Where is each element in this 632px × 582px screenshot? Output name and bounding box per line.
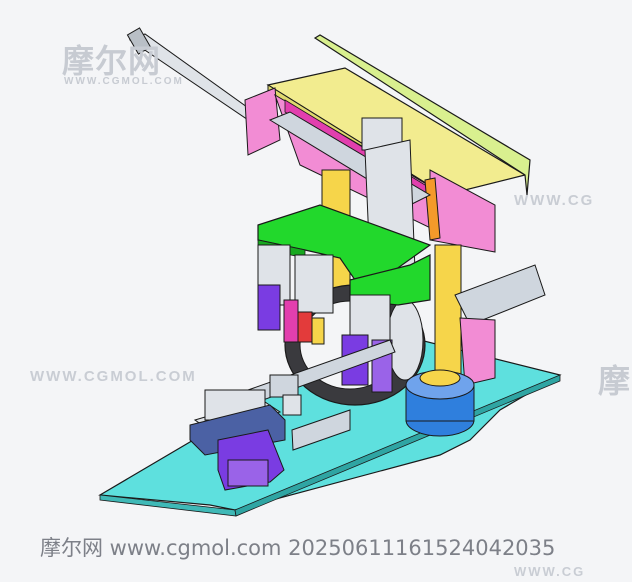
blue-pedestal xyxy=(405,369,475,437)
watermark-logo: 摩尔网 xyxy=(62,42,162,80)
watermark-url-bottom-right: WWW.CG xyxy=(514,564,586,579)
center-gripper xyxy=(283,254,334,345)
footer-caption: 摩尔网 www.cgmol.com 20250611161524042035 xyxy=(40,536,556,560)
watermark-url-middle: WWW.CGMOL.COM xyxy=(30,368,197,385)
watermark-url-right: WWW.CG xyxy=(514,192,595,209)
watermark-logo-url: WWW.CGMOL.COM xyxy=(64,76,184,87)
watermark-logo-right: 摩 xyxy=(598,362,631,400)
guide-rod xyxy=(126,27,269,129)
right-slide-module xyxy=(454,264,546,386)
left-cylinder-block xyxy=(189,389,286,491)
pink-bracket-right xyxy=(424,169,496,253)
